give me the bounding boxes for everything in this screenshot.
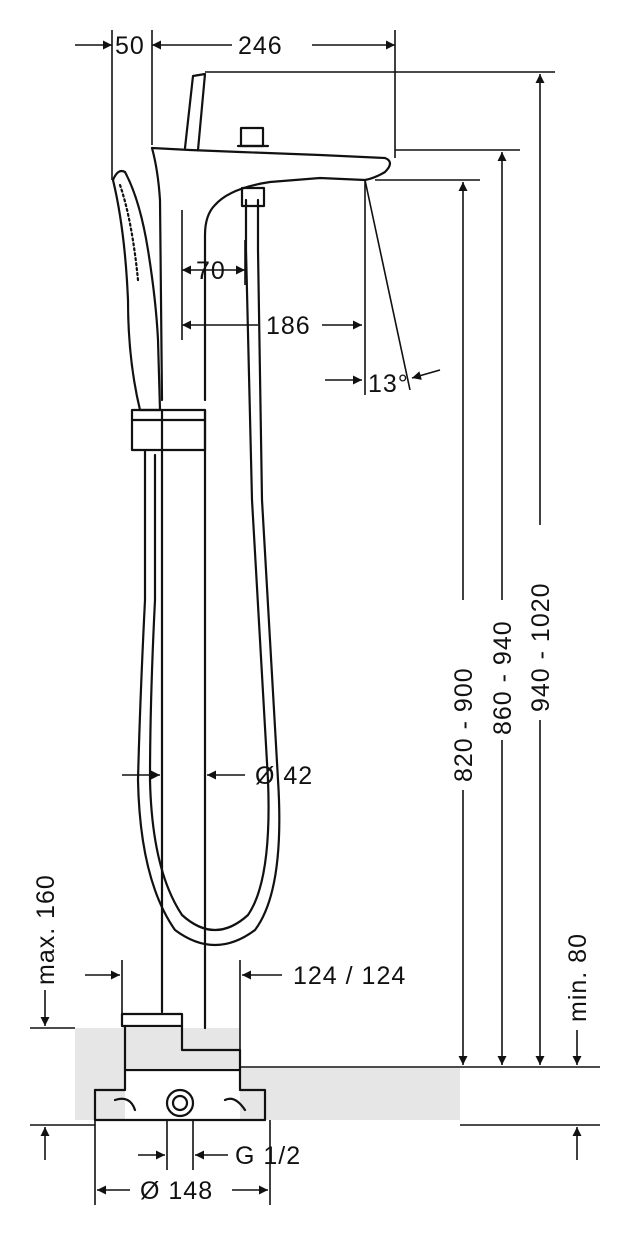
- dim-820-900-label: 820 - 900: [450, 667, 478, 782]
- dimension-lines: [30, 30, 600, 1205]
- dimension-labels: 50 246 70 186 13° Ø 42 124 / 124 G 1/2 Ø…: [32, 32, 592, 1205]
- dim-246-label: 246: [238, 32, 283, 60]
- hand-shower: [111, 169, 162, 412]
- mixer-body: [130, 72, 392, 1030]
- dim-70-label: 70: [196, 257, 226, 285]
- dim-186-label: 186: [266, 312, 311, 340]
- base-assembly: [93, 1012, 267, 1122]
- dim-min-80-label: min. 80: [564, 933, 592, 1022]
- dim-max-160-label: max. 160: [32, 874, 60, 985]
- dim-940-1020-label: 940 - 1020: [527, 582, 555, 712]
- dim-42-label: Ø 42: [255, 762, 313, 790]
- dim-148-label: Ø 148: [140, 1177, 213, 1205]
- shower-hose: [136, 186, 281, 947]
- dim-860-940-label: 860 - 940: [489, 620, 517, 735]
- dim-124-label: 124 / 124: [293, 962, 406, 990]
- floor-section: [75, 1028, 460, 1120]
- dim-13-label: 13°: [368, 370, 409, 398]
- dim-g12-label: G 1/2: [235, 1142, 301, 1170]
- dim-50-label: 50: [115, 32, 145, 60]
